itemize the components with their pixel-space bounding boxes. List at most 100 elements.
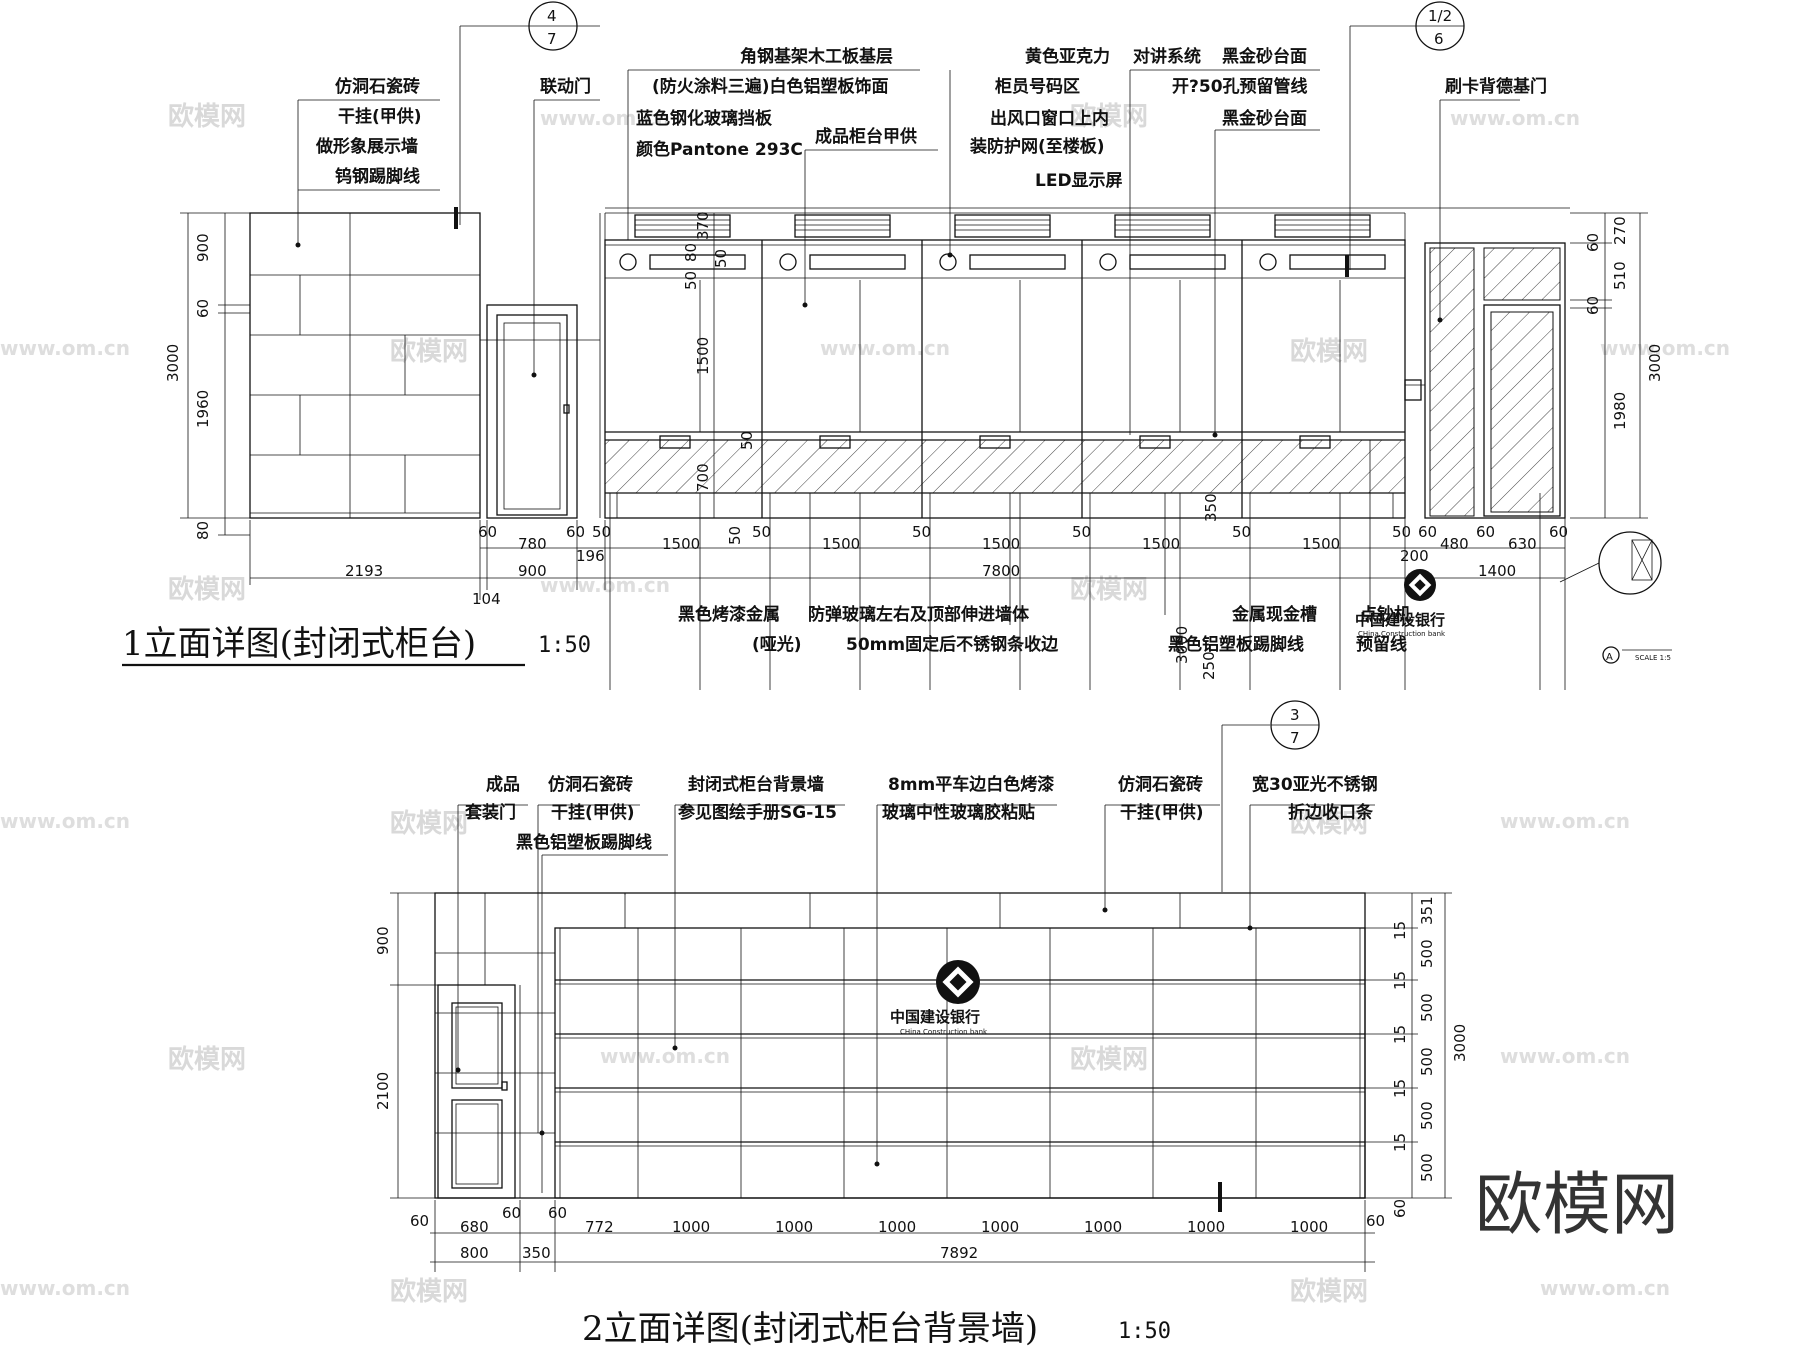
dim-label: 680 bbox=[460, 1218, 489, 1236]
dim-label: 1500 bbox=[694, 337, 712, 375]
dim-label: 1400 bbox=[1478, 562, 1516, 580]
watermark-url: www.om.cn bbox=[0, 1276, 130, 1300]
dim-label: 480 bbox=[1440, 535, 1469, 553]
section-sheet: 7 bbox=[547, 30, 557, 48]
annotation: 黑色烤漆金属 bbox=[678, 604, 780, 625]
detail-label: A bbox=[1606, 652, 1613, 663]
watermark: 欧模网 bbox=[390, 336, 468, 367]
annotations: 成品 套装门 仿洞石瓷砖 干挂(甲供) 黑色铝塑板踢脚线 封闭式柜台背景墙 参见… bbox=[464, 774, 1378, 853]
dim-label: 60 bbox=[502, 1204, 521, 1222]
dim-label: 15 bbox=[1391, 1025, 1409, 1044]
counter-frame bbox=[604, 239, 1406, 519]
drawing-title: 1立面详图(封闭式柜台) bbox=[122, 624, 476, 664]
dim-label: 250 bbox=[1200, 651, 1218, 680]
annotation: 对讲系统 bbox=[1133, 46, 1201, 67]
dim-label: 1500 bbox=[1302, 535, 1340, 553]
bank-logo: 中国建设银行 CHina Construction bank bbox=[1355, 569, 1446, 638]
watermark: 欧模网 bbox=[168, 1044, 246, 1075]
annotation: 出风口窗口上内 bbox=[990, 108, 1109, 129]
dim-label: 50 bbox=[1232, 523, 1251, 541]
section-number: 3 bbox=[1290, 706, 1300, 724]
dim-label: 50 bbox=[1072, 523, 1091, 541]
dim-label: 351 bbox=[1418, 896, 1436, 925]
section-marker: 1/2 6 bbox=[1415, 1, 1465, 51]
annotation: 黑色铝塑板踢脚线 bbox=[1168, 634, 1304, 655]
annotation: LED显示屏 bbox=[1035, 171, 1123, 191]
annotation: 黑金砂台面 bbox=[1222, 108, 1307, 129]
dim-label: 2100 bbox=[374, 1072, 392, 1110]
annotation: 金属现金槽 bbox=[1231, 604, 1317, 625]
annotation: 装防护网(至楼板) bbox=[969, 136, 1105, 157]
section-number: 4 bbox=[547, 7, 557, 25]
dim-label: 900 bbox=[374, 926, 392, 955]
dim-label: 60 bbox=[1584, 233, 1602, 252]
annotation: 做形象展示墙 bbox=[315, 136, 418, 157]
dim-label: 630 bbox=[1508, 535, 1537, 553]
dim-label: 200 bbox=[1400, 547, 1429, 565]
annotation: 黑金砂台面 bbox=[1222, 46, 1307, 67]
watermark: 欧模网 bbox=[1070, 101, 1148, 132]
dim-label: 1500 bbox=[662, 535, 700, 553]
section-number: 1/2 bbox=[1428, 7, 1452, 25]
dim-label: 3000 bbox=[1646, 344, 1664, 382]
watermark-url: www.om.cn bbox=[820, 336, 950, 360]
annotation: 开?50孔预留管线 bbox=[1172, 76, 1308, 97]
dim-label: 15 bbox=[1391, 1079, 1409, 1098]
dim-right: 270 60 510 60 1980 3000 bbox=[1570, 212, 1664, 519]
watermark-url: www.om.cn bbox=[0, 809, 130, 833]
bank-logo: 中国建设银行 CHina Construction bank bbox=[890, 960, 988, 1036]
dim-label: 1500 bbox=[822, 535, 860, 553]
dim-label: 500 bbox=[1418, 993, 1436, 1022]
dim-label: 1000 bbox=[1084, 1218, 1122, 1236]
dim-label: 1500 bbox=[982, 535, 1020, 553]
dim-label: 104 bbox=[472, 590, 501, 608]
title-2: 2立面详图(封闭式柜台背景墙) 1:50 bbox=[582, 1309, 1171, 1347]
dim-label: 350 bbox=[1202, 493, 1220, 522]
dim-label: 50 bbox=[752, 523, 771, 541]
watermark-url: www.om.cn bbox=[1540, 1276, 1670, 1300]
dim-label: 196 bbox=[576, 547, 605, 565]
annotation: 干挂(甲供) bbox=[1120, 802, 1204, 823]
title-1: 1立面详图(封闭式柜台) 1:50 bbox=[122, 624, 591, 667]
annotation: 预留线 bbox=[1356, 634, 1407, 655]
watermark: 欧模网 bbox=[168, 101, 246, 132]
elevation-2: 中国建设银行 CHina Construction bank 900 2100 … bbox=[374, 700, 1469, 1347]
dim-label: 50 bbox=[1392, 523, 1411, 541]
annotation: 点钞机 bbox=[1360, 604, 1411, 625]
watermark: 欧模网 bbox=[390, 808, 468, 839]
dim-label: 2193 bbox=[345, 562, 383, 580]
dim-label: 50 bbox=[592, 523, 611, 541]
dim-label: 1500 bbox=[1142, 535, 1180, 553]
annotation: 防弹玻璃左右及顶部伸进墙体 bbox=[808, 604, 1030, 625]
drawing-scale: 1:50 bbox=[1118, 1319, 1171, 1344]
dim-label: 7800 bbox=[982, 562, 1020, 580]
watermark-url: www.om.cn bbox=[1600, 336, 1730, 360]
cash-tray bbox=[659, 435, 1331, 449]
annotation: 蓝色钢化玻璃挡板 bbox=[636, 108, 773, 129]
air-vent bbox=[634, 214, 1371, 238]
annotations: 仿洞石瓷砖 干挂(甲供) 做形象展示墙 钨钢踢脚线 联动门 角钢基架木工板基层 … bbox=[315, 46, 1547, 655]
annotation: 成品柜台甲供 bbox=[815, 126, 917, 147]
watermark: 欧模网 bbox=[1290, 808, 1368, 839]
dim-label: 800 bbox=[460, 1244, 489, 1262]
dim-label: 15 bbox=[1391, 971, 1409, 990]
leader-lines bbox=[455, 724, 1375, 1212]
dim-label: 900 bbox=[194, 233, 212, 262]
annotation: 套装门 bbox=[464, 802, 516, 823]
dim-label: 60 bbox=[478, 523, 497, 541]
bank-name-en: CHina Construction bank bbox=[900, 1028, 988, 1036]
dim-label: 60 bbox=[1418, 523, 1437, 541]
dim-label: 1000 bbox=[672, 1218, 710, 1236]
dim-left: 900 60 1960 80 3000 bbox=[164, 212, 250, 540]
dim-label: 60 bbox=[1391, 1199, 1409, 1218]
annotation: 仿洞石瓷砖 bbox=[1118, 774, 1203, 795]
dim-label: 80 bbox=[682, 243, 700, 262]
card-door bbox=[1424, 242, 1566, 519]
dim-label: 50 bbox=[738, 431, 756, 450]
annotation: 颜色Pantone 293C bbox=[636, 139, 803, 160]
dim-label: 1000 bbox=[775, 1218, 813, 1236]
annotation: 干挂(甲供) bbox=[551, 802, 635, 823]
annotation: 参见图绘手册SG-15 bbox=[678, 802, 837, 823]
section-marker: 4 7 bbox=[528, 1, 578, 51]
teller-number-display bbox=[619, 253, 1386, 271]
